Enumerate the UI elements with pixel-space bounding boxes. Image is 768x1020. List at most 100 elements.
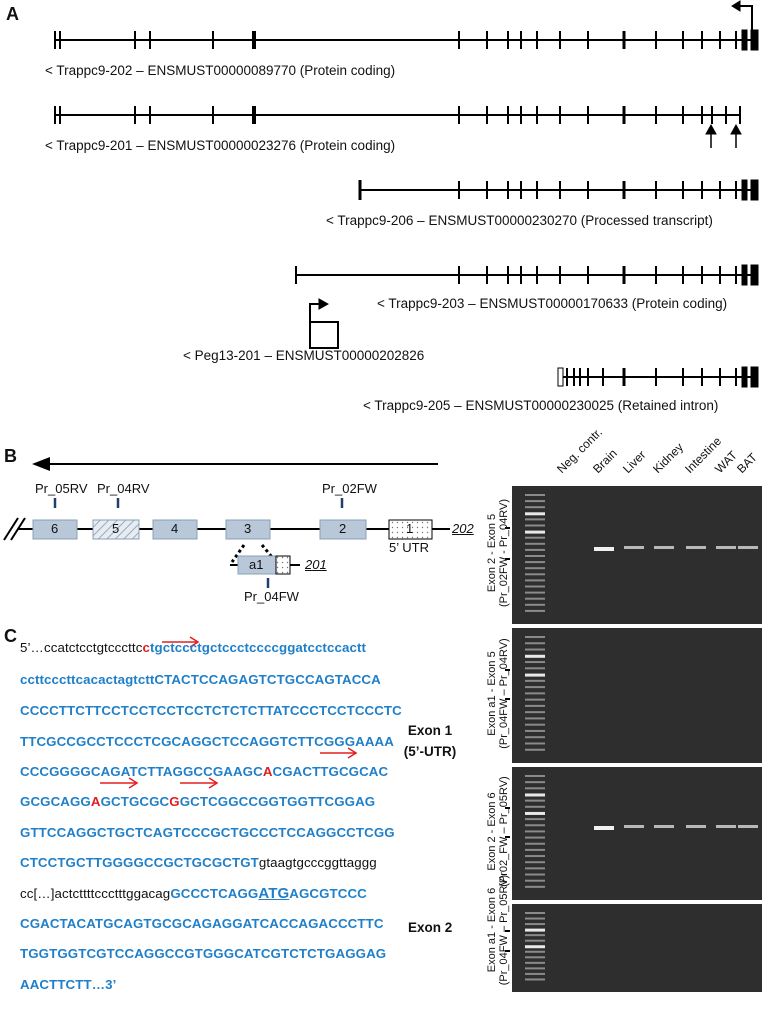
gel-panel: [512, 486, 762, 624]
size-marker-tick: [505, 558, 510, 560]
ladder-band: [525, 723, 545, 726]
ladder-band: [525, 686, 545, 689]
ladder-band: [525, 573, 545, 576]
ladder-band: [525, 692, 545, 695]
primer-pr04fw-label: Pr_04FW: [244, 589, 299, 604]
exon-2-box: [319, 519, 367, 540]
sequence-line-2: ccttcccttcacactagtcttCTACTCCAGAGTCTGCCAG…: [20, 672, 381, 687]
gel-panel: [512, 767, 762, 900]
ladder-band: [525, 961, 545, 964]
ladder-band: [525, 830, 545, 833]
ladder-band: [525, 956, 545, 959]
ladder-band: [525, 561, 545, 564]
ladder-band: [525, 945, 545, 949]
gel-lanes: [525, 636, 545, 751]
ladder-band: [525, 917, 545, 920]
sequence-line-9: cc[…]actcttttccctttggacagGCCCTCAGGATGAGC…: [20, 885, 367, 902]
transcript-label-201: < Trappc9-201 – ENSMUST00000023276 (Prot…: [45, 138, 396, 153]
lane-label: Brain: [590, 446, 620, 476]
ladder-band: [525, 603, 545, 606]
size-marker-tick: [505, 836, 510, 838]
ladder-band: [525, 775, 545, 777]
ladder-band: [525, 711, 545, 714]
ladder-band: [525, 811, 545, 815]
ladder-band: [525, 530, 545, 534]
ladder-band: [525, 729, 545, 732]
ladder-band: [525, 585, 545, 588]
isoform-202-label: 202: [452, 521, 474, 536]
primer-pr05rv-label: Pr_05RV: [35, 481, 88, 496]
isoform-201-label: 201: [305, 557, 327, 572]
lane-label: Liver: [620, 447, 649, 476]
sequence-line-8: CTCCTGCTTGGGGCCGCTGCGCTGTgtaagtgcccggtta…: [20, 855, 377, 870]
transcript-201-track: [54, 106, 742, 148]
sample-band: [624, 546, 644, 549]
sequence-line-3: CCCCTTCTTCCTCCTCCTCCTCTCTCTTATCCCTCCTCCC…: [20, 703, 402, 718]
exon-4-label: 4: [171, 521, 179, 536]
exon-1-tag: Exon 1 (5’-UTR): [403, 723, 457, 759]
sequence-line-4: TTCGCCGCCTCCCTCGCAGGCTCCAGGTCTTCGGGAAAA: [20, 734, 394, 749]
exon-6-box: [32, 519, 78, 540]
ladder-band: [525, 912, 545, 914]
ladder-band: [525, 567, 545, 570]
ladder-band: [525, 923, 545, 926]
sample-band: [594, 826, 614, 830]
ladder-band: [525, 805, 545, 808]
ladder-band: [525, 642, 545, 645]
ladder-band: [525, 934, 545, 937]
gel-panel: [512, 904, 762, 992]
lane-label: WAT: [712, 448, 740, 476]
sequence-line-7: GTTCCAGGCTGCTCAGTCCCGCTGCCCTCCAGGCCTCGG: [20, 825, 395, 840]
ladder-band: [525, 542, 545, 545]
exon-5-label: 5: [112, 521, 120, 536]
transcript-structure-diagram: [54, 0, 759, 388]
lane-label: Kidney: [650, 440, 686, 476]
primer-pr04rv-label: Pr_04RV: [97, 481, 150, 496]
sequence-line-6: GCGCAGGAGCTGCGCGGCTCGGCCGGTGGTTCGGAG: [20, 794, 376, 809]
ladder-band: [525, 861, 545, 864]
ladder-band: [525, 928, 545, 932]
exon-1-label: 1: [406, 521, 414, 536]
gel-row-label: Exon a1 - Exon 6(Pr_04FW – Pr_05RV): [486, 874, 510, 986]
primer-arrows: [100, 636, 358, 789]
exon-6-label: 6: [51, 521, 59, 536]
ladder-band: [525, 848, 545, 851]
sequence-line-10: CGACTACATGCAGTGCGCAGAGGATCACCAGACCCTTC: [20, 916, 384, 931]
sequence-line-11: TGGTGGTCGTCCAGGCCGTGGGCATCGTCTCTGAGGAG: [20, 946, 387, 961]
ladder-band: [525, 555, 545, 557]
transcript-202-track: [54, 0, 759, 51]
ladder-band: [525, 818, 545, 821]
transcript-label-205: < Trappc9-205 – ENSMUST00000230025 (Reta…: [363, 398, 719, 413]
sample-band: [654, 546, 674, 549]
peg13-gene-box: [309, 298, 339, 349]
size-marker-tick: [505, 930, 510, 932]
transcript-205-track: [557, 366, 759, 388]
ladder-band: [525, 704, 545, 707]
gel-lanes: [525, 912, 545, 981]
ladder-band: [525, 842, 545, 845]
ladder-band: [525, 967, 545, 970]
ladder-band: [525, 679, 545, 682]
gel-row-label: Exon 2 - Exon 5(Pr_02FW - Pr_04RV): [486, 499, 510, 607]
ladder-band: [525, 736, 545, 739]
exon-3-label: 3: [244, 521, 252, 536]
gel-panel: [512, 628, 762, 763]
panel-c-letter: C: [4, 626, 17, 646]
panel-b-letter: B: [4, 446, 17, 466]
exon-1-box: [388, 519, 433, 540]
lane-label: BAT: [734, 450, 760, 476]
ladder-band: [525, 548, 545, 551]
ladder-band: [525, 579, 545, 582]
ladder-band: [525, 885, 545, 888]
ladder-band: [525, 698, 545, 701]
ladder-band: [525, 512, 545, 516]
ladder-band: [525, 836, 545, 839]
size-marker-tick: [505, 950, 510, 952]
exon-5-box: [92, 519, 140, 540]
exon-3-box: [225, 519, 271, 540]
ladder-band: [525, 524, 545, 527]
exon-4-box: [152, 519, 198, 540]
ladder-band: [525, 950, 545, 953]
ladder-band: [525, 536, 545, 539]
ladder-band: [525, 787, 545, 790]
